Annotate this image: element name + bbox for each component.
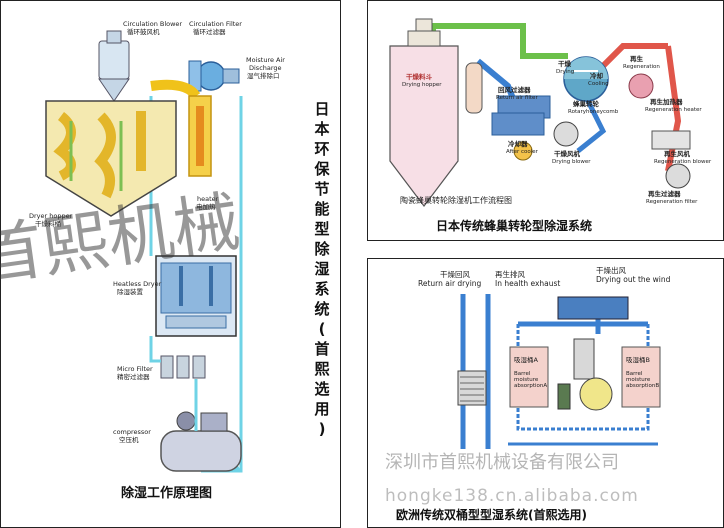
br-label-drying-out-cn: 干燥出风	[596, 266, 626, 275]
tr-caption: 日本传统蜂巢转轮型除湿系统	[436, 219, 593, 233]
tr-label-regen-blower-en: Regeneration blower	[654, 159, 712, 165]
br-label-barrel-b-en1: Barrel	[626, 371, 643, 377]
left-vertical-title: 日 本 环 保 节 能 型 除 湿 系 统 ( 首 熙 选 用 )	[312, 99, 332, 439]
vtitle-char: 日	[314, 100, 330, 118]
vnote-char: 选	[314, 380, 330, 398]
tr-label-drying-hopper: 干燥料斗	[406, 73, 432, 81]
vtitle-char: 系	[314, 280, 330, 298]
br-label-regen-exhaust-en: In health exhaust	[495, 279, 561, 288]
br-label-regen-exhaust-cn: 再生排风	[495, 270, 525, 279]
tr-label-drying-blower: 干燥风机	[554, 150, 580, 158]
label-moisture-air: Moisture Air	[246, 56, 285, 64]
vtitle-char: 环	[314, 140, 330, 158]
tr-label-rotor: 蜂巢转轮	[573, 100, 599, 108]
tr-label-cooling: 冷却	[590, 72, 603, 80]
vtitle-char: 统	[314, 300, 330, 318]
watermark-company: 深圳市首熙机械设备有限公司	[385, 452, 619, 473]
vtitle-char: 本	[314, 120, 330, 138]
dual-tower-diagram-graphic	[457, 294, 661, 449]
tr-label-regen-heater: 再生加热器	[650, 98, 683, 106]
br-label-barrel-b-cn: 吸湿桶B	[626, 356, 650, 364]
vtitle-char: 节	[314, 180, 330, 198]
honeycomb-diagram-graphic	[389, 18, 691, 207]
vtitle-char: 能	[314, 200, 330, 218]
label-circulation-filter-cn: 循环过滤器	[193, 28, 226, 36]
tr-label-cooling-en: Cooling	[588, 81, 609, 87]
label-heater: heater	[197, 195, 219, 203]
label-heatless-dryer: Heatless Dryer	[113, 280, 162, 288]
tr-label-drying: 干燥	[558, 60, 571, 68]
label-circulation-blower-cn: 循环鼓风机	[127, 28, 160, 36]
br-label-return-air-cn: 干燥回风	[440, 270, 470, 279]
top-right-panel-honeycomb-rotor: 干燥料斗 Drying hopper 回风过滤器 Return air filt…	[367, 0, 724, 241]
label-discharge: Discharge	[249, 64, 282, 72]
label-micro-filter-cn: 精密过滤器	[117, 373, 150, 381]
br-label-barrel-a-en2: moisture	[514, 377, 539, 383]
tr-label-regen-blower: 再生风机	[664, 150, 690, 158]
vtitle-char: 除	[314, 240, 330, 258]
br-label-return-air-en: Return air drying	[418, 279, 482, 288]
tr-label-drying-blower-en: Drying blower	[552, 159, 591, 165]
tr-label-regen: 再生	[630, 55, 643, 63]
left-diagram-graphic	[45, 30, 243, 473]
br-label-drying-out-en: Drying out the wind	[596, 275, 671, 284]
br-caption: 欧洲传统双桶型型湿系统(首熙选用)	[396, 508, 587, 522]
tr-label-rotor-en: Rotaryhoneycomb	[568, 109, 619, 115]
br-label-barrel-a-en3: absorptionA	[514, 383, 548, 389]
tr-label-drying-en: Drying	[556, 69, 575, 75]
watermark-url: hongke138.cn.alibaba.com	[385, 486, 639, 506]
label-micro-filter: Micro Filter	[117, 365, 153, 373]
tr-label-drying-hopper-en: Drying hopper	[402, 82, 442, 88]
left-caption: 除湿工作原理图	[121, 486, 213, 501]
label-heatless-dryer-cn: 除湿装置	[117, 288, 143, 296]
label-compressor-cn: 空压机	[119, 436, 139, 444]
left-panel-dehumidify-principle: Circulation Blower 循环鼓风机 Circulation Fil…	[0, 0, 341, 528]
label-heater-cn: 电加热	[196, 203, 216, 211]
vtitle-char: 型	[314, 220, 330, 238]
tr-label-regen-filter: 再生过滤器	[648, 190, 681, 198]
vtitle-char: 保	[314, 160, 330, 178]
vnote-char: 首	[314, 340, 330, 358]
br-label-barrel-a-cn: 吸湿桶A	[514, 356, 538, 364]
vnote-char: 熙	[314, 360, 330, 378]
label-dryer-hopper: Dryer hopper	[29, 212, 73, 220]
tr-label-return-filter-en: Return air filter	[496, 95, 538, 101]
tr-label-regen-en: Regeneration	[623, 64, 660, 70]
bottom-right-panel-dual-tower: 干燥回风 Return air drying 再生排风 In health ex…	[367, 258, 724, 528]
label-circulation-filter: Circulation Filter	[189, 20, 242, 28]
tr-label-regen-filter-en: Regeneration filter	[646, 199, 698, 205]
label-circulation-blower: Circulation Blower	[123, 20, 183, 28]
tr-inner-caption: 陶瓷蜂巢转轮除湿机工作流程图	[400, 196, 512, 205]
tr-label-regen-heater-en: Regeneration heater	[645, 107, 702, 113]
tr-label-return-filter: 回风过滤器	[498, 86, 531, 94]
label-moisture-air-cn: 湿气排除口	[247, 72, 280, 80]
vnote-char: )	[318, 420, 326, 438]
tr-label-after-cooler-en: After cooler	[506, 149, 538, 155]
vnote-char: 用	[314, 400, 330, 418]
tr-label-after-cooler: 冷却器	[508, 140, 528, 148]
br-label-barrel-b-en3: absorptionB	[626, 383, 660, 389]
vtitle-char: 湿	[314, 260, 330, 278]
vnote-char: (	[318, 320, 326, 338]
label-dryer-hopper-cn: 干燥料桶	[35, 220, 61, 228]
br-label-barrel-a-en1: Barrel	[514, 371, 531, 377]
label-compressor: compressor	[113, 428, 151, 436]
br-label-barrel-b-en2: moisture	[626, 377, 651, 383]
